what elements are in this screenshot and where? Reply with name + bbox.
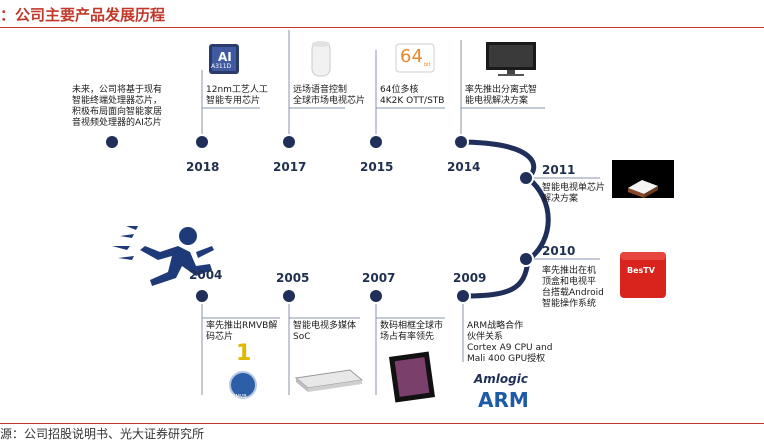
64bit-badge-image xyxy=(395,43,435,73)
node-2015 xyxy=(368,134,384,150)
year-2018: 2018 xyxy=(186,160,220,174)
title-divider xyxy=(0,27,764,28)
year-2007: 2007 xyxy=(362,271,396,285)
desc-2018: 12nm工艺人工 智能专用芯片 xyxy=(206,85,268,106)
year-2014: 2014 xyxy=(447,160,481,174)
year-2017: 2017 xyxy=(273,160,307,174)
node-2014 xyxy=(453,134,469,150)
tv-chip-image xyxy=(612,160,674,198)
set-top-box-image xyxy=(620,252,666,298)
year-2015: 2015 xyxy=(360,160,394,174)
node-2004 xyxy=(194,288,210,304)
desc-future: 未来，公司将基于现有 智能终端处理器芯片， 积极布局面向智能家居 音视频处理器的… xyxy=(72,85,163,128)
arm-logo: ARM xyxy=(478,388,529,412)
desc-2017: 远场语音控制 全球市场电视芯片 xyxy=(293,85,366,106)
desc-2011: 智能电视单芯片 解决方案 xyxy=(542,183,606,204)
runner-silhouette xyxy=(112,226,214,286)
digital-photo-frame-image xyxy=(388,351,436,403)
year-2009: 2009 xyxy=(453,271,487,285)
ai-chip-label: AI xyxy=(218,50,232,64)
node-2011 xyxy=(518,170,534,186)
desc-2004: 率先推出RMVB解 码芯片 xyxy=(206,321,278,342)
footer-divider xyxy=(0,423,764,424)
year-2005: 2005 xyxy=(276,271,310,285)
desc-2010: 率先推出在机 顶盒和电视平 台搭载Android 智能操作系统 xyxy=(542,266,604,309)
node-2018 xyxy=(194,134,210,150)
connector-lines xyxy=(201,30,600,395)
smart-tv-image xyxy=(486,42,536,76)
year-2011: 2011 xyxy=(542,163,576,177)
set-top-box-brand: BesTV xyxy=(627,266,655,275)
node-2017 xyxy=(281,134,297,150)
page-title: ：公司主要产品发展历程 xyxy=(0,6,166,24)
node-2009 xyxy=(455,288,471,304)
desc-2014: 率先推出分离式智 能电视解决方案 xyxy=(465,85,538,106)
desc-2007: 数码相框全球市 场占有率领先 xyxy=(380,321,444,342)
node-start xyxy=(106,136,118,148)
ai-chip-model: A311D xyxy=(211,63,232,70)
year-2004: 2004 xyxy=(189,268,223,282)
timeline-curve xyxy=(457,139,551,299)
node-2010 xyxy=(518,251,534,267)
node-2005 xyxy=(281,288,297,304)
rmvb-badge-image xyxy=(229,371,257,399)
64bit-sub: bit xyxy=(424,62,431,68)
rmvb-label: RMVB xyxy=(232,394,247,400)
year-2010: 2010 xyxy=(542,244,576,258)
desc-2009: ARM战略合作 伙伴关系 Cortex A9 CPU and Mali 400 … xyxy=(467,321,553,364)
64bit-label: 64 xyxy=(400,46,423,67)
ai-chip-image xyxy=(209,44,239,74)
rmvb-rank-icon: 1 xyxy=(236,341,252,366)
source-note: 源：公司招股说明书、光大证券研究所 xyxy=(0,427,205,441)
amlogic-logo: Amlogic xyxy=(474,372,528,386)
media-soc-box-image xyxy=(294,369,364,392)
desc-2015: 64位多核 4K2K OTT/STB xyxy=(380,85,445,106)
timeline-nodes xyxy=(106,134,534,304)
desc-2005: 智能电视多媒体 SoC xyxy=(293,321,357,342)
smart-speaker-image xyxy=(311,41,331,77)
node-2007 xyxy=(368,288,384,304)
